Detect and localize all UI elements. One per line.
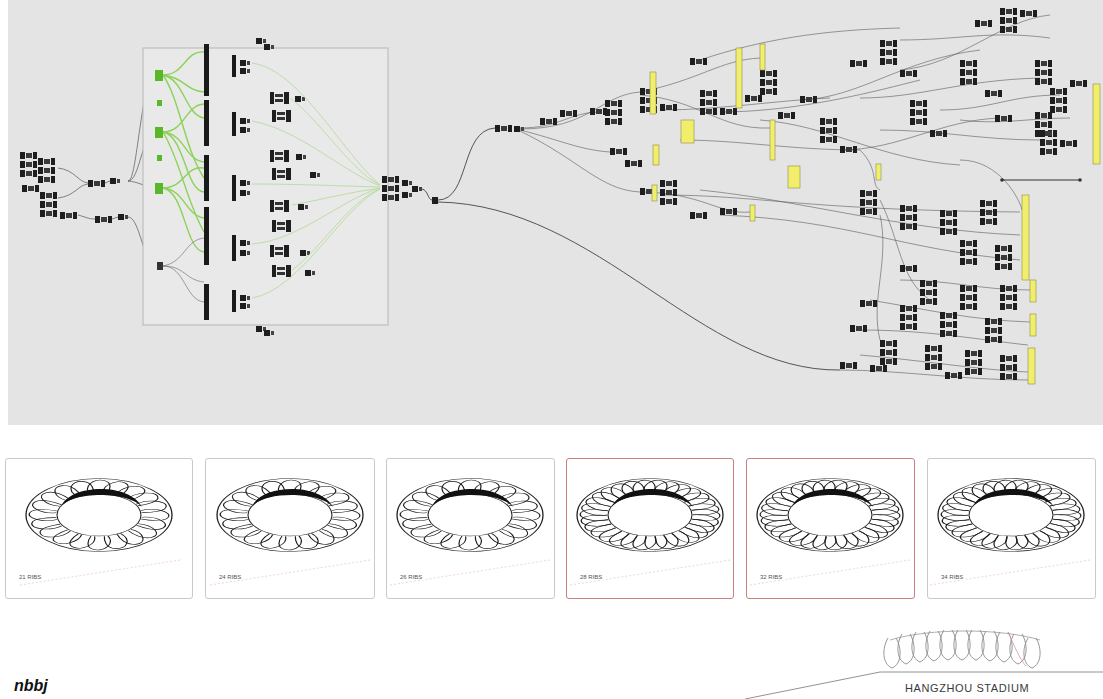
variant-label: 32 RIBS — [759, 574, 783, 580]
variant-frame: 24 RIBS — [205, 458, 375, 599]
variant-label: 26 RIBS — [399, 574, 423, 580]
stadium-variants — [20, 479, 1090, 586]
variant-frame: 34 RIBS — [927, 458, 1096, 599]
component-group — [143, 38, 388, 336]
input-cluster — [20, 75, 152, 268]
stadium-elevation — [745, 630, 1103, 699]
variant-frame: 28 RIBS — [566, 458, 734, 599]
firm-logo: nbbj — [14, 677, 48, 695]
variant-label: 21 RIBS — [18, 574, 42, 580]
merge-cluster — [382, 128, 840, 370]
variant-frame: 26 RIBS — [386, 458, 555, 599]
canvas-panel — [8, 0, 1103, 425]
project-title: HANGZHOU STADIUM — [905, 682, 1029, 694]
variant-label: 28 RIBS — [579, 574, 603, 580]
variant-label: 34 RIBS — [940, 574, 964, 580]
variant-frame: 21 RIBS — [5, 458, 193, 599]
variant-label: 24 RIBS — [218, 574, 242, 580]
variant-frame: 32 RIBS — [746, 458, 915, 599]
geometry-network — [495, 8, 1100, 384]
